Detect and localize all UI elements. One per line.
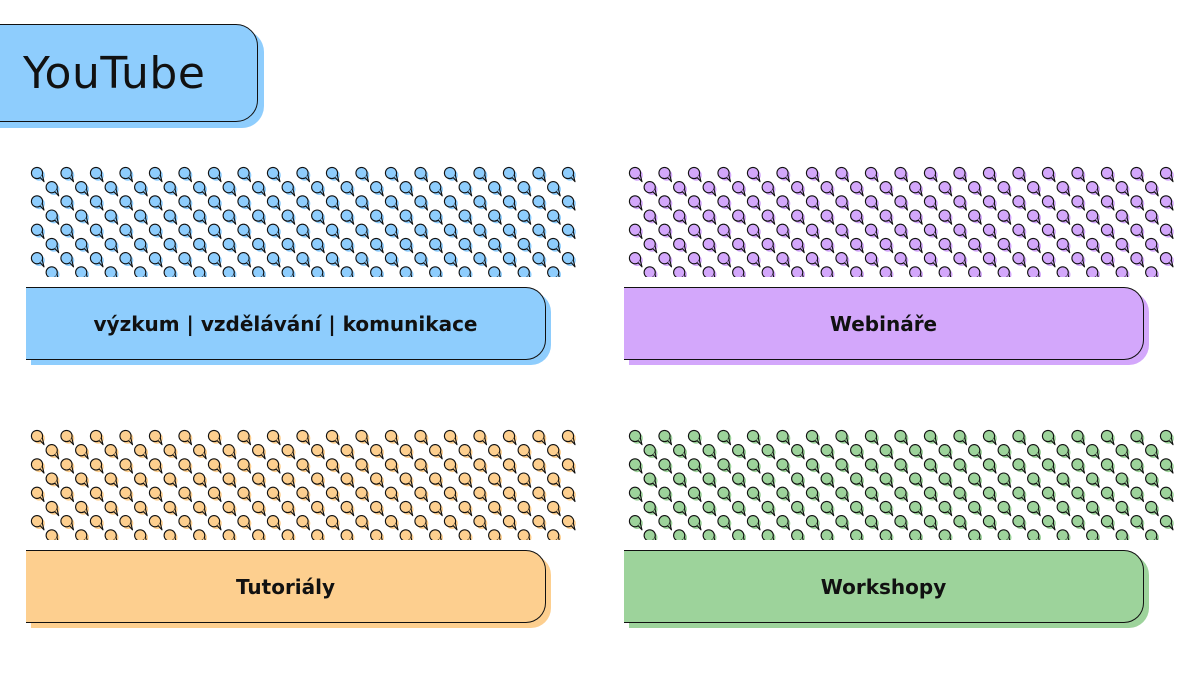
speech-bubble-pattern-icon (26, 165, 586, 277)
card-label: Tutoriály (235, 574, 336, 599)
card-research[interactable]: výzkum | vzdělávání | komunikace (26, 165, 606, 365)
pattern-svg (628, 166, 1174, 277)
card-webinars[interactable]: Webináře (624, 165, 1200, 365)
title-box: YouTube (0, 24, 258, 122)
card-label-box[interactable]: Tutoriály (26, 550, 546, 623)
speech-bubble-pattern-icon (624, 428, 1184, 540)
card-label: Webináře (829, 311, 938, 336)
pattern-svg (628, 429, 1174, 540)
page-title: YouTube (23, 47, 206, 99)
pattern-svg (30, 166, 576, 277)
card-label-box[interactable]: Workshopy (624, 550, 1144, 623)
card-tutorials[interactable]: Tutoriály (26, 428, 606, 628)
card-label: výzkum | vzdělávání | komunikace (93, 311, 478, 336)
pattern-svg (30, 429, 576, 540)
speech-bubble-pattern-icon (624, 165, 1184, 277)
card-label-box[interactable]: výzkum | vzdělávání | komunikace (26, 287, 546, 360)
card-label-box[interactable]: Webináře (624, 287, 1144, 360)
card-label: Workshopy (820, 574, 947, 599)
speech-bubble-pattern-icon (26, 428, 586, 540)
card-workshops[interactable]: Workshopy (624, 428, 1200, 628)
